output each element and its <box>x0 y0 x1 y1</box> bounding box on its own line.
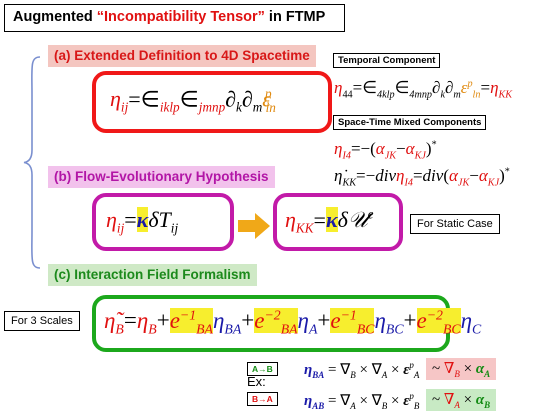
tag-b-to-a: B→A <box>247 392 278 406</box>
title-box: Augmented “Incompatibility Tensor” in FT… <box>4 4 345 32</box>
flow-equation-left: ηij=κδTij <box>106 207 179 236</box>
interaction-equation: η̃B=ηB+e−1BAηBA+e−2BAηA+e−1BCηBC+e−2BCηC <box>104 307 482 337</box>
section-a-label: (a) Extended Definition to 4D Spacetime <box>48 45 316 67</box>
arrow-right-icon <box>238 213 270 239</box>
definition-box <box>92 71 332 133</box>
mixed-equation-1: ηI4=−(αJK−αKJ)* <box>334 139 437 162</box>
static-case-label: For Static Case <box>410 214 500 234</box>
section-c-label: (c) Interaction Field Formalism <box>48 264 257 286</box>
example-label: Ex: <box>247 374 266 389</box>
example-equation-ab: ηAB = ∇A × ∇B × εpB <box>304 391 420 411</box>
mixed-equation-2: η̇KK=−divηI4=div(αJK−αKJ)* <box>334 166 510 189</box>
section-b-label: (b) Flow-Evolutionary Hypothesis <box>48 166 275 188</box>
title-suffix: in FTMP <box>264 9 326 25</box>
flow-box-left <box>92 193 234 251</box>
title-prefix: Augmented <box>13 9 97 25</box>
definition-equation: ηij=∈iklp∈jmnp∂k∂mεpln <box>110 86 276 115</box>
result-box-ba: ~ ∇B × αA <box>426 358 497 380</box>
temporal-component-label: Temporal Component <box>333 53 441 68</box>
mixed-components-label: Space-Time Mixed Components <box>333 115 487 130</box>
three-scales-label: For 3 Scales <box>4 311 80 331</box>
flow-box-right <box>273 193 403 251</box>
temporal-equation: η44=∈4klp∈4mnp∂k∂mεpln=ηKK <box>334 78 513 101</box>
left-brace <box>23 56 41 269</box>
title-highlight: “Incompatibility Tensor” <box>96 9 265 25</box>
example-equation-ba: ηBA = ∇B × ∇A × εpA <box>304 360 420 380</box>
tag-a-to-b: A→B <box>247 362 278 376</box>
result-box-ab: ~ ∇A × αB <box>426 389 497 411</box>
flow-equation-right: ηKK=κδ𝒰e <box>285 207 374 236</box>
